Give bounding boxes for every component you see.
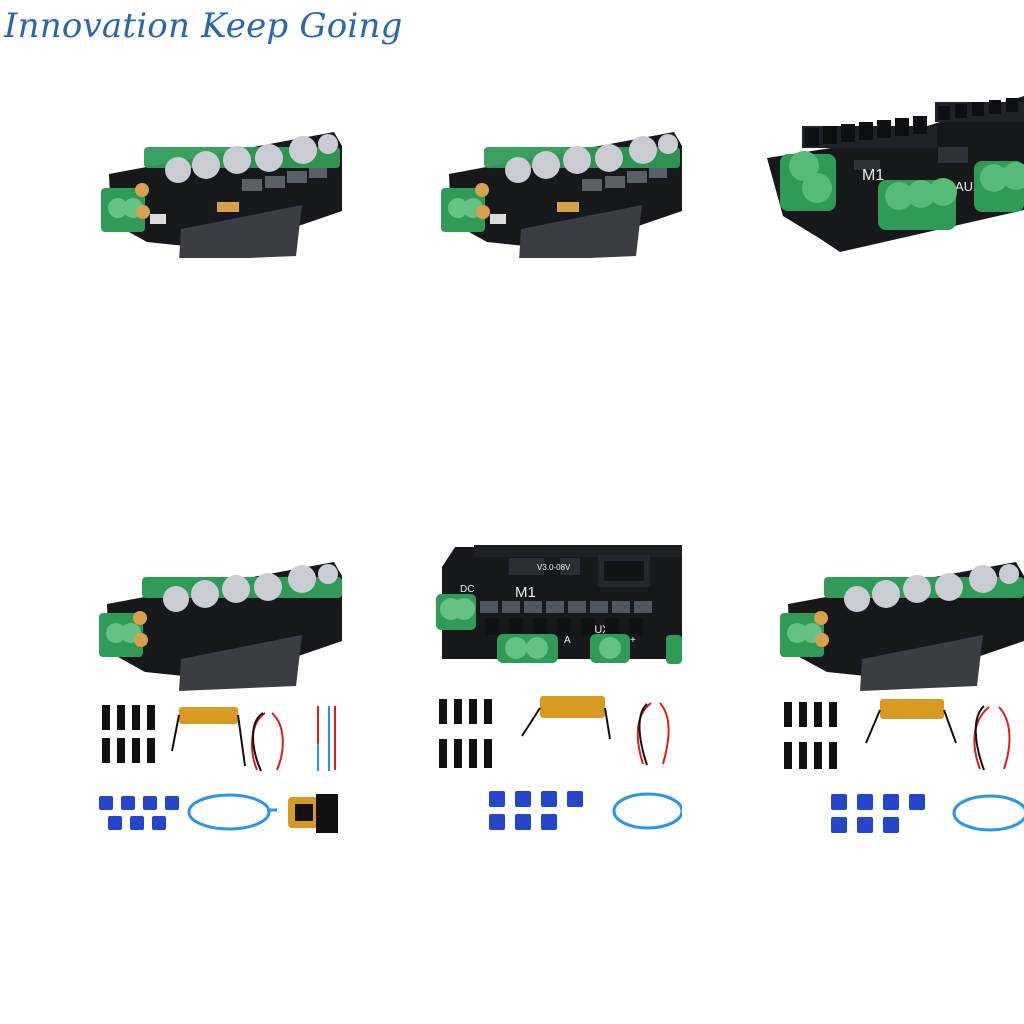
board-label-version: V3.0-08V	[537, 563, 571, 572]
gallery-image-2[interactable]	[439, 116, 682, 258]
motor-driver-kit-icon	[99, 562, 342, 833]
board-label-m1: M1	[515, 584, 536, 601]
gallery-image-5[interactable]: M1 V3.0-08V AUX DC C A +	[434, 543, 682, 836]
page-title: Innovation Keep Going	[4, 6, 403, 46]
angled-motor-driver-board-icon	[101, 132, 342, 258]
gallery-image-1[interactable]	[99, 116, 342, 258]
board-label-a: A	[564, 635, 571, 646]
board-label-dc: DC	[460, 584, 474, 595]
board-label-m1: M1	[862, 167, 884, 184]
labeled-motor-driver-kit-icon: M1 V3.0-08V AUX DC C A +	[436, 545, 682, 830]
gallery-image-4[interactable]	[95, 546, 342, 835]
motor-driver-kit-icon	[780, 562, 1024, 833]
gallery-image-6[interactable]	[776, 546, 1024, 836]
angled-motor-driver-board-icon	[441, 132, 682, 258]
gallery-image-3[interactable]: M1 AUX	[767, 88, 1024, 252]
terminal-motor-driver-board-icon: M1 AUX	[767, 96, 1024, 252]
board-label-plus: +	[630, 635, 636, 646]
